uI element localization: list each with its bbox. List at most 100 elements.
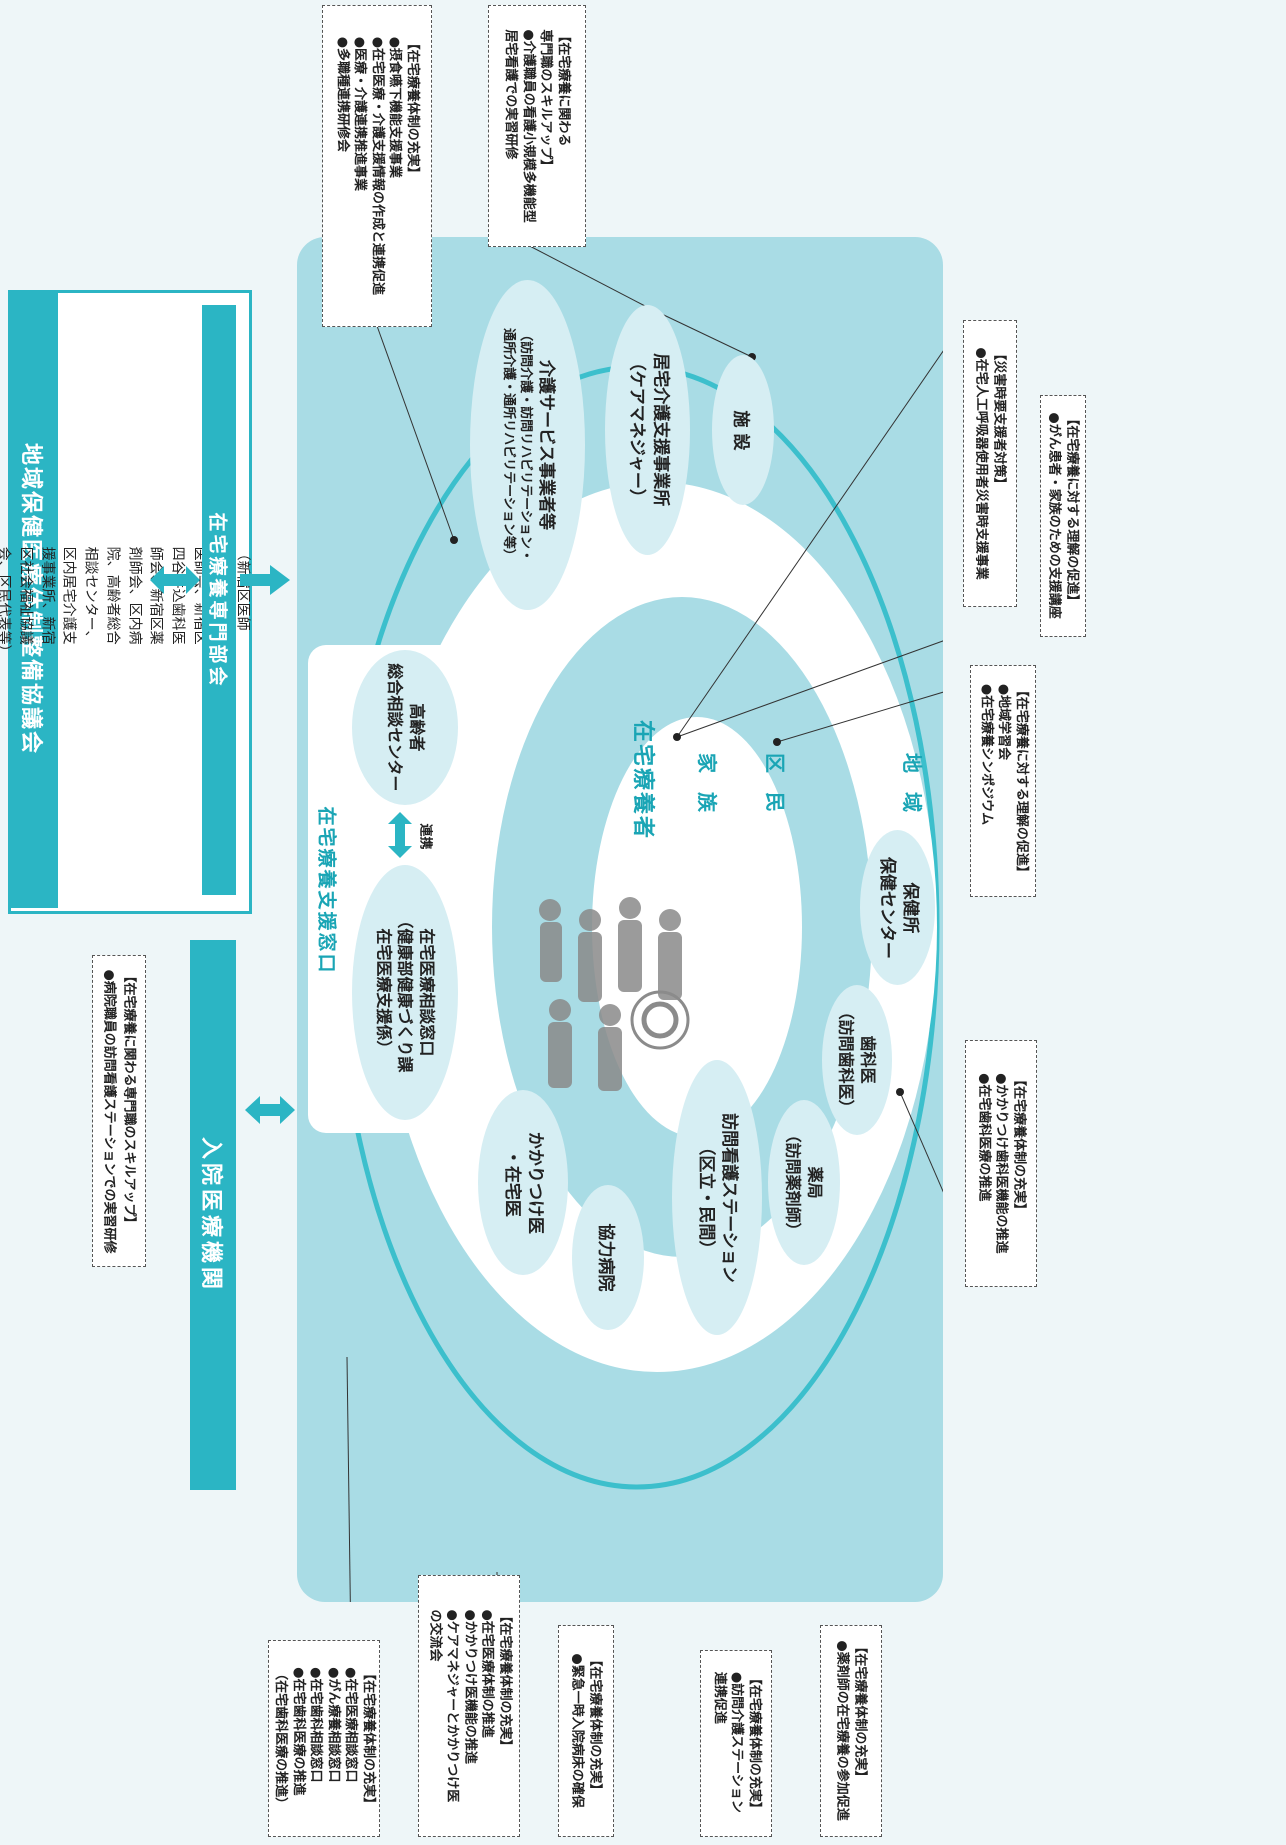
patient-core [592, 717, 802, 1137]
note-disaster-item: ●在宅人工呼吸器使用者災害時支援事業 [974, 347, 989, 580]
note-nursing-header: 【在宅療養体制の充実】 [746, 1671, 762, 1815]
note-kakaritsuke-header: 【在宅療養体制の充実】 [496, 1609, 512, 1753]
note-kyoryoku: 【在宅療養体制の充実】 ●緊急一時入院病床の確保 [558, 1625, 614, 1837]
note-disaster: 【災害時要支援者対策】 ●在宅人工呼吸器使用者災害時支援事業 [963, 320, 1017, 607]
link-label: 連携 [417, 822, 433, 850]
note-understand2-item: ●地域学習会 [995, 683, 1011, 760]
yakkyoku-line1: 薬局 [805, 1166, 825, 1199]
arrows [150, 565, 290, 595]
senior-center-line2: 総合相談センター [385, 663, 405, 792]
note-understand2-header: 【在宅療養に対する理解の促進】 [1013, 683, 1029, 879]
note-window-item: ●がん療養相談窓口 [325, 1666, 341, 1783]
kaigo-line3: 通所介護・通所リハビリテーション等） [500, 328, 516, 562]
note-top1: 【在宅療養体制の充実】 ●摂食嚥下機能支援事業 ●在宅医療・介護支援情報の作成と… [322, 5, 432, 327]
node-kakaritsuke[interactable]: かかりつけ医 ・在宅医 [478, 1090, 568, 1275]
consult-line3: 在宅医療支援係） [374, 928, 394, 1057]
council-title-bar: 地域保健医療体制整備協議会 [8, 290, 58, 908]
support-window-consult[interactable]: 在宅医療相談窓口 （健康部健康づくり課 在宅医療支援係） [352, 865, 458, 1120]
note-top2-item: ●介護職員の看護小規模多機能型 [521, 29, 536, 223]
note-dental: 【在宅療養体制の充実】 ●かかりつけ歯科医機能の推進 ●在宅歯科医療の推進 [965, 1040, 1037, 1287]
note-understand1-item: ●がん患者・家族のための支援講座 [1047, 412, 1062, 620]
subcommittee-title: 在宅療養専門部会 [206, 511, 229, 689]
yakkyoku-line2: （訪問薬剤師） [784, 1126, 804, 1239]
node-shika[interactable]: 歯科医 （訪問歯科医） [822, 985, 892, 1135]
kaigo-line2: （訪問介護・訪問リハビリテーション・ [517, 328, 533, 562]
note-kakaritsuke-item: ●ケアマネジャーとかかりつけ医 [444, 1609, 460, 1803]
note-pharmacy: 【在宅療養体制の充実】 ●薬剤師の在宅療養の参加促進 [820, 1625, 882, 1837]
hospital-title: 入院医療機関 [198, 1136, 224, 1294]
note-top1-item: ●多職種連携研修会 [334, 36, 350, 153]
hospital-bar: 入院医療機関 [190, 940, 236, 1490]
houmon-line2: （区立・民間） [696, 1137, 717, 1257]
note-top2-item: 居宅看護での実習研修 [503, 29, 519, 160]
note-disaster-header: 【災害時要支援者対策】 [991, 347, 1007, 491]
shika-line2: （訪問歯科医） [837, 1003, 857, 1117]
note-kakaritsuke-item: ●在宅医療体制の推進 [479, 1609, 495, 1738]
hospital-note-header: 【在宅療養に関わる専門職のスキルアップ】 [121, 968, 137, 1229]
kakaritsuke-line2: ・在宅医 [502, 1148, 523, 1217]
community-label-wrap: 地 域 [895, 740, 931, 830]
note-nursing-item: 連携促進 [711, 1671, 727, 1724]
community-label: 地 域 [899, 752, 924, 818]
family-label: 家 族 [694, 752, 719, 818]
note-kakaritsuke-item: ●かかりつけ医機能の推進 [461, 1609, 477, 1765]
note-dental-header: 【在宅療養体制の充実】 [1011, 1073, 1027, 1217]
support-window-title: 在宅療養支援窓口 [315, 805, 338, 975]
note-kakaritsuke: 【在宅療養体制の充実】 ●在宅医療体制の推進 ●かかりつけ医機能の推進 ●ケアマ… [418, 1575, 520, 1837]
kyotaku-line1: 居宅介護支援事業所 [650, 353, 671, 507]
note-top1-item: ●医療・介護連携推進事業 [352, 36, 368, 192]
kyotaku-line2: （ケアマネジャー） [626, 353, 647, 507]
node-hokenjo[interactable]: 保健所 保健センター [860, 830, 935, 985]
note-window-item: ●在宅歯科医療の推進 [290, 1666, 306, 1796]
note-top1-item: ●在宅医療・介護支援情報の作成と連携促進 [369, 36, 385, 296]
note-top2: 【在宅療養に関わる 専門職のスキルアップ】 ●介護職員の看護小規模多機能型 居宅… [488, 5, 586, 247]
family-label-wrap: 家 族 [690, 740, 726, 830]
note-top2-item: 専門職のスキルアップ】 [538, 29, 554, 173]
note-kakaritsuke-item: の交流会 [426, 1609, 442, 1662]
subcommittee-arrow [240, 565, 290, 595]
shika-line1: 歯科医 [858, 1035, 878, 1085]
note-window-header: 【在宅療養体制の充実】 [360, 1666, 376, 1811]
senior-center[interactable]: 高齢者 総合相談センター [352, 650, 458, 805]
note-dental-item: ●在宅歯科医療の推進 [976, 1073, 992, 1202]
consult-line2: （健康部健康づくり課 [395, 912, 415, 1073]
note-window-item: ●在宅歯科相談窓口 [308, 1666, 324, 1783]
note-top1-item: ●摂食嚥下機能支援事業 [387, 36, 403, 179]
houmon-line1: 訪問看護ステーション [718, 1112, 739, 1283]
citizen-label-wrap: 区 民 [758, 740, 794, 830]
node-yakkyoku[interactable]: 薬局 （訪問薬剤師） [768, 1100, 840, 1265]
node-kaigo[interactable]: 介護サービス事業者等 （訪問介護・訪問リハビリテーション・ 通所介護・通所リハビ… [470, 280, 585, 610]
note-understand2-item: ●在宅療養シンポジウム [978, 683, 994, 825]
citizen-label: 区 民 [762, 752, 787, 818]
kyoryoku-label: 協力病院 [595, 1223, 616, 1292]
note-window: 【在宅療養体制の充実】 ●在宅医療相談窓口 ●がん療養相談窓口 ●在宅歯科相談窓… [268, 1640, 380, 1837]
note-understand1: 【在宅療養に対する理解の促進】 ●がん患者・家族のための支援講座 [1040, 395, 1086, 637]
hokenjo-line2: 保健センター [876, 856, 897, 959]
kakaritsuke-line1: かかりつけ医 [524, 1131, 545, 1234]
note-understand1-header: 【在宅療養に対する理解の促進】 [1064, 412, 1080, 608]
link-label-wrap: 連携 [416, 818, 438, 854]
note-dental-item: ●かかりつけ歯科医機能の推進 [993, 1073, 1009, 1254]
hospital-arrow [245, 1096, 295, 1124]
support-window-title-wrap: 在宅療養支援窓口 [310, 655, 346, 1125]
council-double-arrow [150, 566, 200, 594]
node-kyoryoku[interactable]: 協力病院 [572, 1185, 644, 1330]
note-top1-header: 【在宅療養体制の充実】 [404, 36, 420, 180]
node-shisetsu[interactable]: 施 設 [712, 355, 774, 505]
note-pharmacy-item: ●薬剤師の在宅療養の参加促進 [835, 1640, 850, 1822]
note-pharmacy-header: 【在宅療養体制の充実】 [852, 1640, 868, 1784]
link-arrow [388, 812, 412, 858]
consult-line1: 在宅医療相談窓口 [417, 928, 437, 1057]
subcommittee-bar: 在宅療養専門部会 [202, 305, 236, 895]
patient-label: 在宅療養者 [630, 719, 656, 841]
patient-label-wrap: 在宅療養者 [625, 700, 665, 860]
note-nursing: 【在宅療養体制の充実】 ●訪問介護ステーション 連携促進 [700, 1650, 772, 1837]
note-top2-header: 【在宅療養に関わる [556, 29, 572, 147]
senior-center-line1: 高齢者 [407, 703, 427, 752]
connector-lines [346, 241, 943, 1602]
node-houmon[interactable]: 訪問看護ステーション （区立・民間） [672, 1060, 762, 1335]
note-kyoryoku-item: ●緊急一時入院病床の確保 [570, 1653, 585, 1809]
note-kyoryoku-header: 【在宅療養体制の充実】 [587, 1653, 603, 1797]
node-kyotaku[interactable]: 居宅介護支援事業所 （ケアマネジャー） [605, 305, 690, 555]
note-window-item: （在宅歯科医療の推進） [272, 1666, 288, 1811]
